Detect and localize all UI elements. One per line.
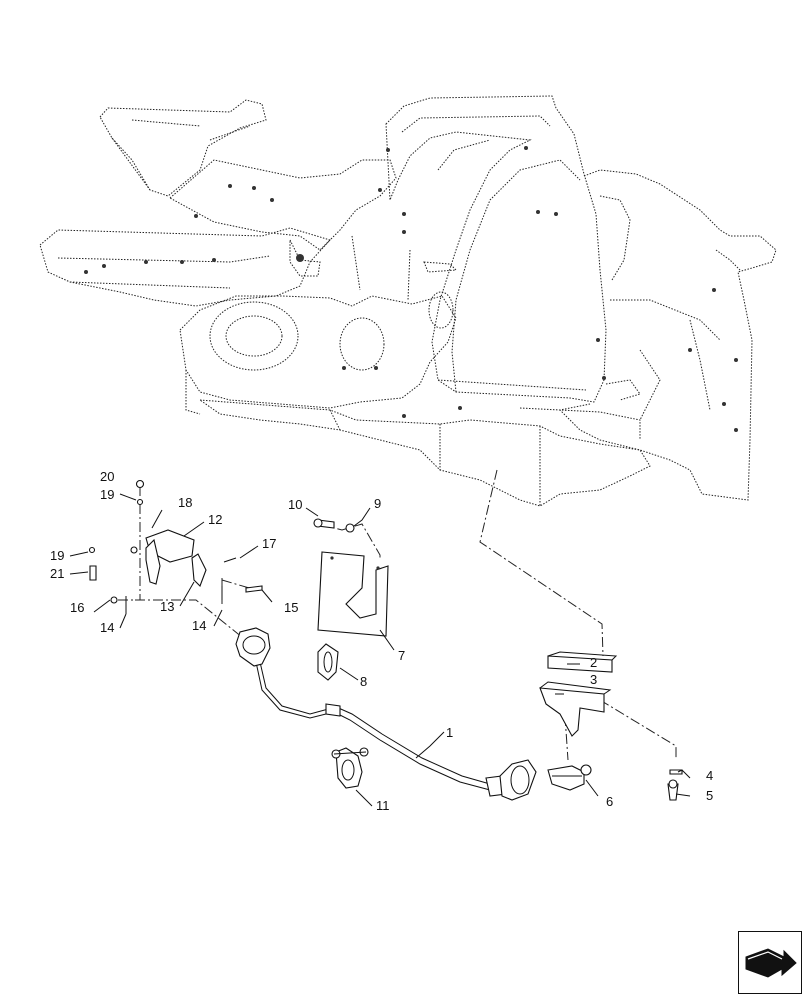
callout-labels: 1 2 3 4 5 6 7 8 9 10 11 12 13 14 14 15 1…: [50, 469, 713, 813]
callout-11: 11: [376, 798, 390, 813]
part-5-bolt: [667, 779, 679, 801]
callout-14-left: 14: [100, 620, 114, 635]
part-20-nut: [135, 479, 145, 489]
part-3-bracket: [539, 681, 612, 737]
callout-16: 16: [70, 600, 84, 615]
callout-17: 17: [262, 536, 276, 551]
callout-18: 18: [178, 495, 192, 510]
part-16-pin: [110, 596, 118, 604]
chassis-assembly: [39, 95, 777, 507]
callout-3: 3: [590, 672, 597, 687]
part-21-bolt: [89, 565, 97, 581]
leader-lines: [69, 493, 691, 807]
callout-9: 9: [374, 496, 381, 511]
next-page-arrow-icon: [738, 931, 802, 994]
part-2-plate: [547, 651, 618, 673]
callout-12: 12: [208, 512, 222, 527]
part-17-pin: [223, 557, 237, 563]
next-page-button[interactable]: [738, 931, 802, 994]
callout-2: 2: [590, 655, 597, 670]
part-1-cable: [235, 627, 537, 801]
callout-21: 21: [50, 566, 64, 581]
part-8-link: [317, 643, 339, 681]
part-15-pin: [245, 585, 263, 593]
part-19a-washer: [136, 498, 144, 506]
part-12-bracket: [130, 529, 207, 587]
chassis-holes: [84, 146, 738, 432]
callout-14-right: 14: [192, 618, 206, 633]
callout-6: 6: [606, 794, 613, 809]
part-19b-washer: [88, 546, 96, 554]
assembly-lines: [116, 469, 677, 761]
callout-15: 15: [284, 600, 298, 615]
callout-1: 1: [446, 725, 453, 740]
callout-10: 10: [288, 497, 302, 512]
part-11-shackle: [331, 747, 369, 789]
callout-19-left: 19: [50, 548, 64, 563]
callout-7: 7: [398, 648, 405, 663]
callout-13: 13: [160, 599, 174, 614]
callout-19-top: 19: [100, 487, 114, 502]
part-7-plate: [317, 551, 389, 637]
part-10-bolt: [313, 518, 335, 529]
callout-5: 5: [706, 788, 713, 803]
part-6-shackle: [547, 764, 592, 791]
callout-20: 20: [100, 469, 114, 484]
callout-4: 4: [706, 768, 713, 783]
callout-8: 8: [360, 674, 367, 689]
part-9-nut: [345, 523, 355, 533]
